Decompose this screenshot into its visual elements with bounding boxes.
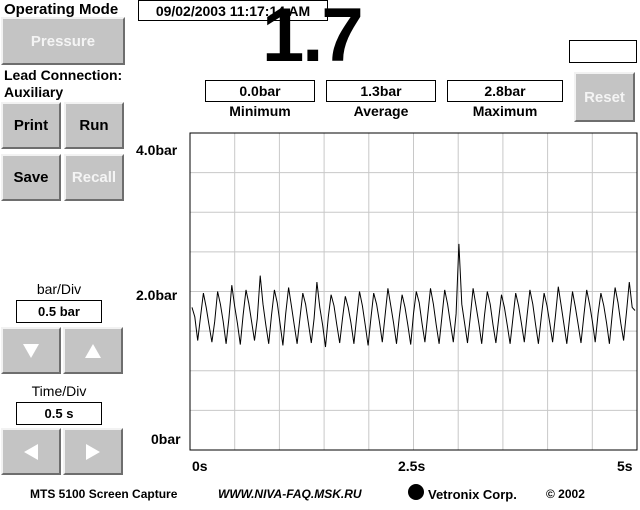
chart-grid bbox=[190, 133, 637, 450]
minimum-value: 0.0bar bbox=[205, 80, 315, 102]
time-div-value: 0.5 s bbox=[16, 402, 102, 425]
timestamp-display: 09/02/2003 11:17:14 AM bbox=[138, 0, 328, 21]
y-tick-label: 0bar bbox=[151, 431, 181, 447]
recall-button[interactable]: Recall bbox=[64, 154, 124, 201]
minimum-label: Minimum bbox=[229, 103, 291, 119]
arrow-right-icon bbox=[86, 443, 100, 460]
time-div-right-button[interactable] bbox=[63, 428, 123, 475]
lead-connection-value: Auxiliary bbox=[4, 84, 64, 100]
operating-mode-label: Operating Mode bbox=[4, 1, 119, 18]
maximum-value: 2.8bar bbox=[447, 80, 563, 102]
print-button[interactable]: Print bbox=[1, 102, 61, 149]
vetronix-logo-icon bbox=[408, 484, 424, 500]
arrow-down-icon bbox=[23, 343, 39, 358]
run-button[interactable]: Run bbox=[64, 102, 124, 149]
current-reading: 1.7 bbox=[262, 0, 364, 78]
blank-indicator bbox=[569, 40, 637, 63]
average-value: 1.3bar bbox=[326, 80, 436, 102]
bar-div-down-button[interactable] bbox=[1, 327, 61, 374]
pressure-mode-button[interactable]: Pressure bbox=[1, 17, 125, 65]
y-tick-label: 2.0bar bbox=[136, 287, 178, 303]
x-tick-label: 2.5s bbox=[398, 458, 426, 474]
bar-div-value: 0.5 bar bbox=[16, 300, 102, 323]
maximum-label: Maximum bbox=[472, 103, 538, 119]
chart-frame bbox=[189, 132, 638, 451]
pressure-chart bbox=[189, 132, 638, 451]
x-tick-label: 0s bbox=[192, 458, 208, 474]
x-tick-label: 5s bbox=[617, 458, 633, 474]
time-div-label: Time/Div bbox=[31, 383, 87, 399]
website-url: WWW.NIVA-FAQ.MSK.RU bbox=[218, 487, 362, 501]
lead-connection-label: Lead Connection: bbox=[4, 67, 123, 83]
y-tick-label: 4.0bar bbox=[136, 142, 178, 158]
arrow-left-icon bbox=[24, 443, 38, 460]
time-div-left-button[interactable] bbox=[1, 428, 61, 475]
arrow-up-icon bbox=[85, 343, 101, 358]
copyright-year: © 2002 bbox=[546, 487, 585, 501]
average-label: Average bbox=[353, 103, 409, 119]
bar-div-label: bar/Div bbox=[36, 281, 82, 297]
screen-capture-label: MTS 5100 Screen Capture bbox=[30, 487, 178, 501]
pressure-series-line bbox=[191, 243, 636, 348]
vetronix-brand: Vetronix Corp. bbox=[428, 487, 517, 502]
bar-div-up-button[interactable] bbox=[63, 327, 123, 374]
reset-button[interactable]: Reset bbox=[574, 72, 635, 122]
save-button[interactable]: Save bbox=[1, 154, 61, 201]
